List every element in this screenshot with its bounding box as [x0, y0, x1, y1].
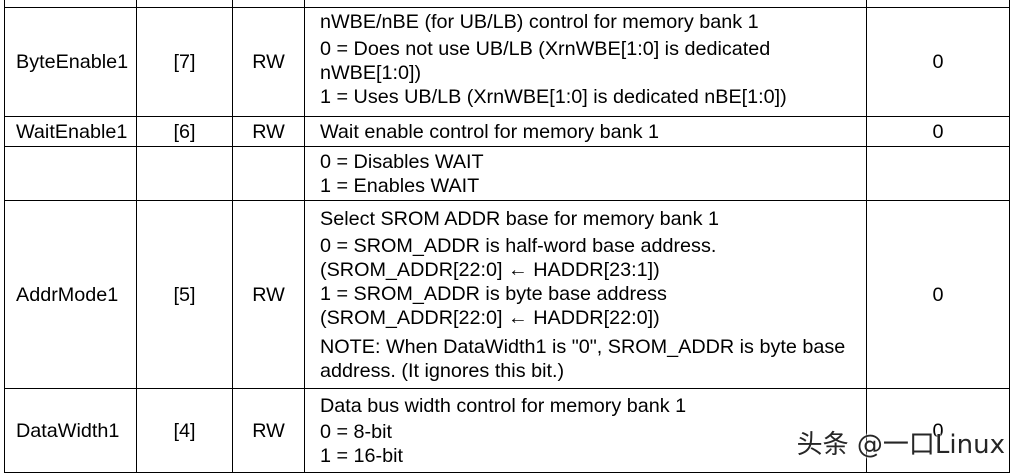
field-name-cell: ByteEnable1 [4, 8, 137, 117]
description-note-line: address. (It ignores this bit.) [320, 360, 565, 382]
field-bit-cell: [6] [137, 117, 233, 147]
field-description-cell: Select SROM ADDR base for memory bank 1 … [305, 201, 867, 389]
field-reset-value: 0 [932, 283, 944, 306]
field-bit: [5] [173, 283, 196, 306]
field-reset-cell: 0 [867, 201, 1010, 389]
description-line: 0 = Disables WAIT [320, 150, 484, 173]
field-description-cell: 0 = Disables WAIT 1 = Enables WAIT [305, 147, 867, 201]
field-name-cell: AddrMode1 [4, 201, 137, 389]
field-type-cell: RW [233, 117, 305, 147]
field-bit-cell: [4] [137, 389, 233, 473]
description-line: 1 = 16-bit [320, 445, 404, 467]
field-description-cell: nWBE/nBE (for UB/LB) control for memory … [305, 8, 867, 117]
field-bit: [7] [173, 51, 196, 73]
register-field-table: ByteEnable1 [7] RW nWBE/nBE (for UB/LB) … [4, 0, 1010, 473]
field-reset-value: 0 [932, 51, 944, 73]
field-name: WaitEnable1 [16, 120, 128, 143]
description-line: 0 = 8-bit [320, 421, 393, 443]
field-type-cell: RW [233, 8, 305, 117]
field-reset-cell: 0 [867, 389, 1010, 473]
table-cell-empty [233, 147, 305, 201]
field-bit: [4] [173, 419, 196, 442]
field-reset-cell: 0 [867, 8, 1010, 117]
description-line: nWBE/nBE (for UB/LB) control for memory … [320, 11, 759, 33]
field-bit-cell: [5] [137, 201, 233, 389]
table-cell-empty [4, 0, 137, 8]
field-reset-value: 0 [932, 120, 944, 143]
field-description-cell: Wait enable control for memory bank 1 [305, 117, 867, 147]
description-line: 1 = Enables WAIT [320, 174, 480, 197]
table-cell-empty [233, 0, 305, 8]
field-type: RW [252, 283, 285, 306]
field-type: RW [252, 51, 285, 73]
description-line: 0 = Does not use UB/LB (XrnWBE[1:0] is d… [320, 38, 771, 60]
field-name-cell: DataWidth1 [4, 389, 137, 473]
description-line: (SROM_ADDR[22:0] ← HADDR[22:0]) [320, 307, 660, 329]
watermark: 头条 @一口Linux [796, 430, 1005, 460]
field-type-cell: RW [233, 201, 305, 389]
field-name: AddrMode1 [16, 283, 119, 306]
field-type-cell: RW [233, 389, 305, 473]
table-cell-empty [4, 147, 137, 201]
description-line: 0 = SROM_ADDR is half-word base address. [320, 235, 717, 257]
field-type: RW [252, 419, 285, 442]
description-line: Wait enable control for memory bank 1 [320, 120, 659, 143]
description-line: 1 = Uses UB/LB (XrnWBE[1:0] is dedicated… [320, 86, 787, 108]
field-bit-cell: [7] [137, 8, 233, 117]
field-reset-cell: 0 [867, 117, 1010, 147]
description-line: Data bus width control for memory bank 1 [320, 395, 687, 417]
description-note-line: NOTE: When DataWidth1 is "0", SROM_ADDR … [320, 336, 846, 358]
field-bit: [6] [173, 120, 196, 143]
field-name: ByteEnable1 [16, 51, 129, 73]
field-type: RW [252, 120, 285, 143]
description-line: nWBE[1:0]) [320, 62, 422, 84]
table-cell-empty [867, 147, 1010, 201]
field-reset-value: 0 [932, 419, 944, 442]
description-line: 1 = SROM_ADDR is byte base address [320, 283, 667, 305]
description-line: (SROM_ADDR[22:0] ← HADDR[23:1]) [320, 259, 660, 281]
description-line: Select SROM ADDR base for memory bank 1 [320, 208, 720, 230]
field-name: DataWidth1 [16, 419, 120, 442]
table-cell-empty [305, 0, 867, 8]
table-cell-empty [137, 147, 233, 201]
table-cell-empty [137, 0, 233, 8]
field-description-cell: Data bus width control for memory bank 1… [305, 389, 867, 473]
table-cell-empty [867, 0, 1010, 8]
field-name-cell: WaitEnable1 [4, 117, 137, 147]
